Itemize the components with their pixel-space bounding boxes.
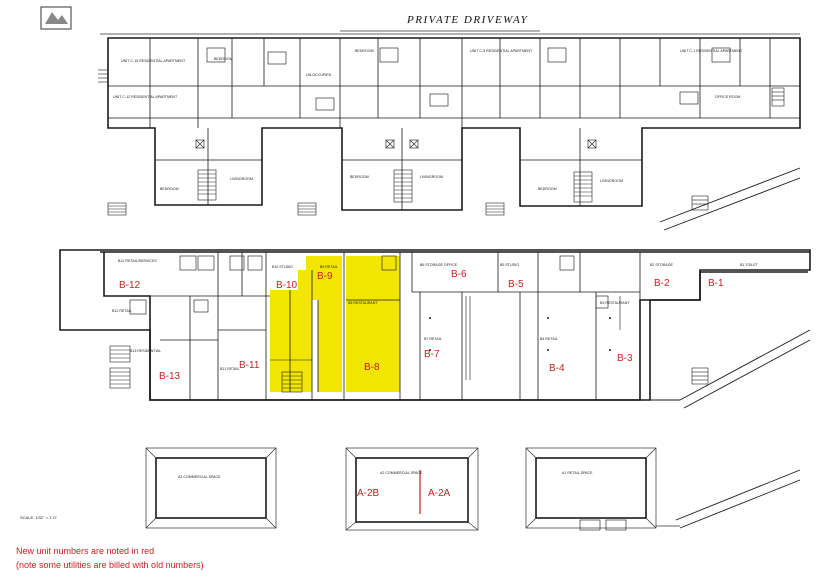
note-utilities-billing: (note some utilities are billed with old… — [16, 560, 204, 570]
upper-residential-floor: UNIT C-15 RESIDENTIAL APARTMENT BEDROOM … — [98, 37, 801, 231]
private-driveway-label: PRIVATE DRIVEWAY — [406, 14, 529, 26]
svg-text:BEDROOM: BEDROOM — [350, 175, 369, 179]
unit-labels: B-12 B-10 B-9 B-6 B-5 B-2 B-1 B-13 B-11 … — [119, 269, 724, 499]
unit-label-b8: B-8 — [364, 362, 380, 373]
unit-label-b2: B-2 — [654, 278, 670, 289]
svg-text:B3 RESTAURANT: B3 RESTAURANT — [600, 301, 630, 305]
unit-label-b3: B-3 — [617, 353, 633, 364]
svg-text:B11 RETAIL: B11 RETAIL — [220, 367, 239, 371]
highlight-b9 — [306, 256, 342, 392]
unit-label-b12: B-12 — [119, 280, 141, 291]
note-new-unit-numbers: New unit numbers are noted in red — [16, 546, 155, 556]
svg-text:B13 RESIDENTIAL: B13 RESIDENTIAL — [130, 349, 161, 353]
unit-label-b11: B-11 — [239, 360, 260, 371]
svg-text:UNIT C-12 RESIDENTIAL APARTMEN: UNIT C-12 RESIDENTIAL APARTMENT — [113, 95, 178, 99]
svg-text:LIVINGROOM: LIVINGROOM — [420, 175, 443, 179]
svg-text:LIVINGROOM: LIVINGROOM — [600, 179, 623, 183]
svg-text:B12 RETAIL/SERVICES: B12 RETAIL/SERVICES — [118, 259, 157, 263]
svg-text:LIVINGROOM: LIVINGROOM — [230, 177, 253, 181]
company-logo — [40, 6, 72, 30]
scale-note: SCALE: 1/32" = 1'-0" — [20, 515, 58, 520]
unit-label-b10: B-10 — [276, 280, 298, 291]
svg-text:B9 RETAIL: B9 RETAIL — [320, 265, 338, 269]
svg-text:UNIT C-15 RESIDENTIAL APARTMEN: UNIT C-15 RESIDENTIAL APARTMENT — [121, 59, 186, 63]
bottom-buildings: A3 COMMERCIAL SPACE A2 COMMERCIAL SPACE … — [20, 447, 801, 531]
svg-text:B12 RETAIL: B12 RETAIL — [112, 309, 132, 313]
unit-label-b9: B-9 — [317, 271, 333, 282]
lower-commercial-floor: B12 RETAIL/SERVICES B12 RETAIL B10 STUDI… — [59, 249, 811, 409]
svg-text:BEDROOM: BEDROOM — [355, 49, 374, 53]
unit-label-b7: B-7 — [424, 349, 440, 360]
unit-label-a2b: A-2B — [357, 488, 380, 499]
svg-text:BEDROOM: BEDROOM — [214, 57, 233, 61]
svg-text:B2 STORAGE: B2 STORAGE — [650, 263, 674, 267]
highlight-b10 — [270, 270, 312, 392]
highlight-b8 — [346, 256, 400, 392]
svg-text:B5 STUDIO: B5 STUDIO — [500, 263, 519, 267]
svg-text:A3 COMMERCIAL SPACE: A3 COMMERCIAL SPACE — [178, 475, 221, 479]
svg-text:BEDROOM: BEDROOM — [160, 187, 179, 191]
unit-label-b6: B-6 — [451, 269, 467, 280]
svg-text:B1 TOILET: B1 TOILET — [740, 263, 759, 267]
svg-text:UNIT C-1 RESIDENTIAL APARTMENT: UNIT C-1 RESIDENTIAL APARTMENT — [680, 49, 743, 53]
svg-text:B4 RETAIL: B4 RETAIL — [540, 337, 558, 341]
svg-text:UN-OCCUPIED: UN-OCCUPIED — [306, 73, 332, 77]
unit-label-b13: B-13 — [159, 371, 181, 382]
svg-text:B6 STORAGE OFFICE: B6 STORAGE OFFICE — [420, 263, 458, 267]
svg-text:BEDROOM: BEDROOM — [538, 187, 557, 191]
svg-text:UNIT C-5 RESIDENTIAL APARTMENT: UNIT C-5 RESIDENTIAL APARTMENT — [470, 49, 533, 53]
unit-label-b5: B-5 — [508, 279, 524, 290]
unit-label-b4: B-4 — [549, 363, 565, 374]
svg-text:B10 STUDIO: B10 STUDIO — [272, 265, 293, 269]
unit-label-a2a: A-2A — [428, 488, 451, 499]
svg-text:OFFICE ROOM: OFFICE ROOM — [715, 95, 740, 99]
svg-text:A2 COMMERCIAL SPACE: A2 COMMERCIAL SPACE — [380, 471, 423, 475]
svg-text:A1 RETAIL SPACE: A1 RETAIL SPACE — [562, 471, 593, 475]
unit-label-b1: B-1 — [708, 278, 724, 289]
svg-text:B8 RESTAURANT: B8 RESTAURANT — [348, 301, 378, 305]
svg-text:B7 RETAIL: B7 RETAIL — [424, 337, 442, 341]
